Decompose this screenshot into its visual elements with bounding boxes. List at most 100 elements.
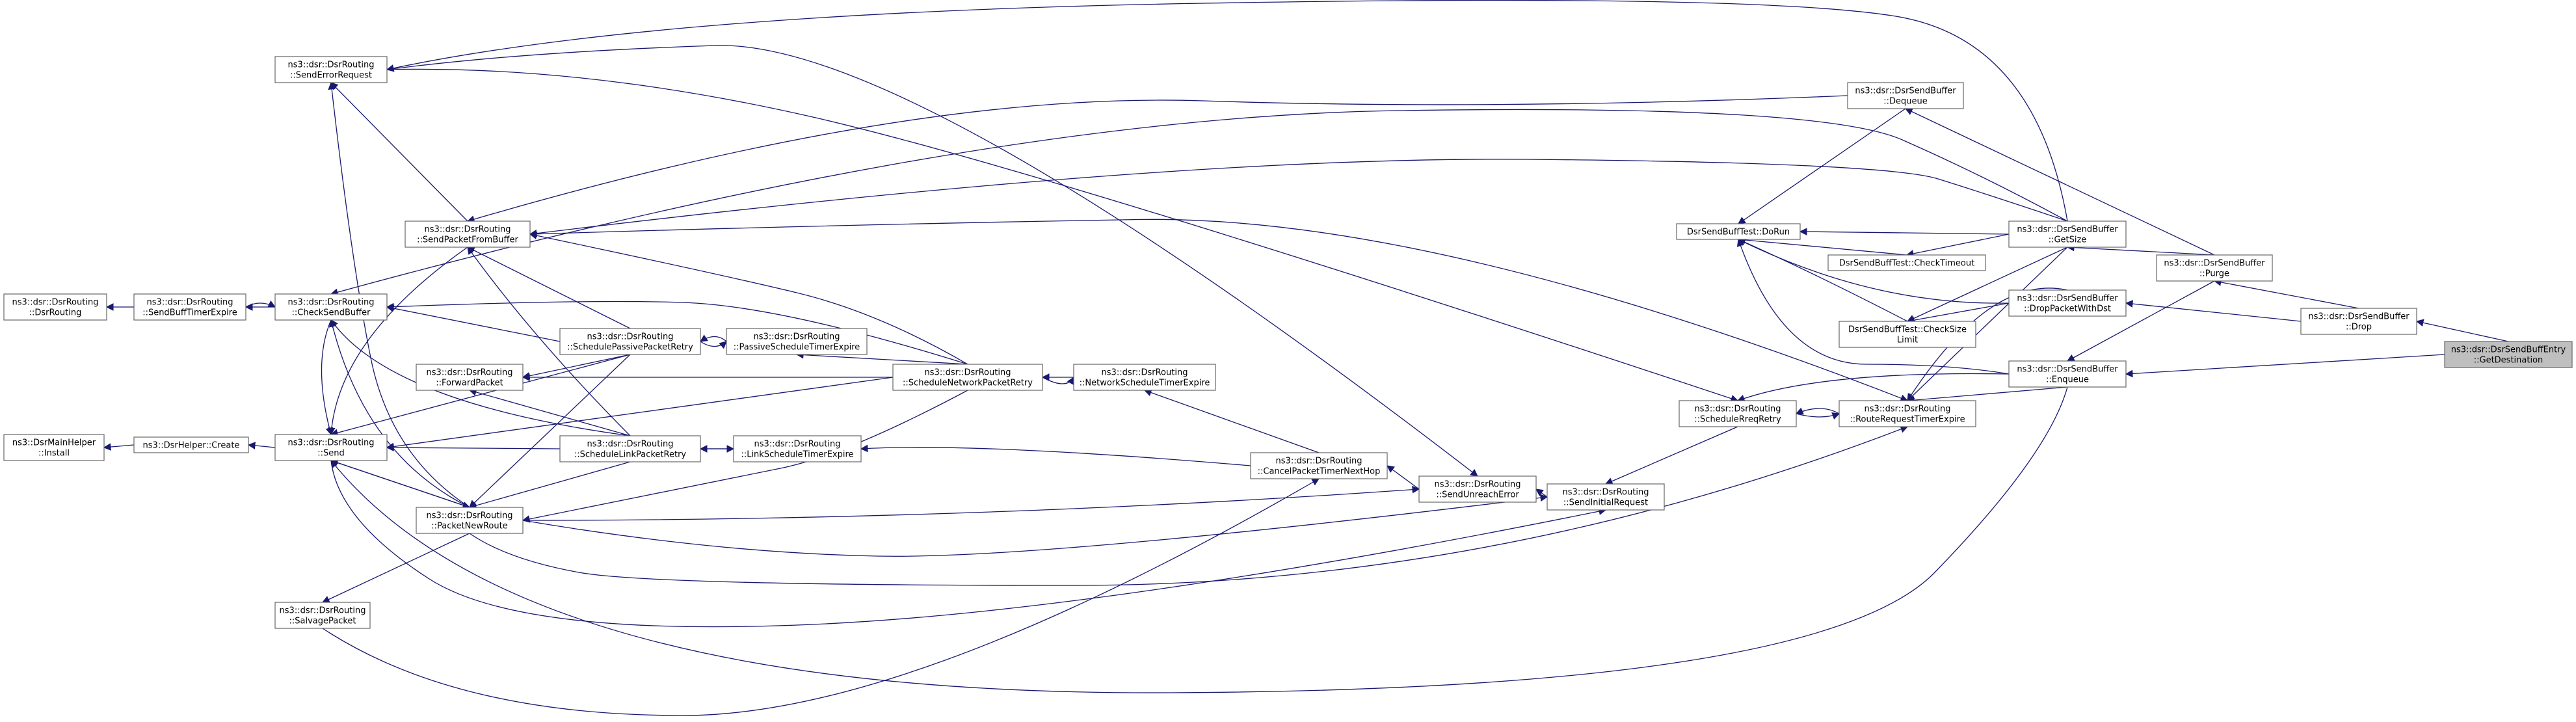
node-label-line: ns3::dsr::DsrRouting: [147, 298, 233, 308]
node-dsrrouting[interactable]: ns3::dsr::DsrRouting::DsrRouting: [3, 293, 107, 321]
node-dequeue[interactable]: ns3::dsr::DsrSendBuffer::Dequeue: [1847, 82, 1964, 109]
function-nodes: ns3::dsr::DsrSendBuffEntry::GetDestinati…: [3, 56, 2573, 629]
edge-sendpkt-from-send: [327, 247, 468, 436]
node-netsched[interactable]: ns3::dsr::DsrRouting::NetworkScheduleTim…: [1073, 364, 1216, 391]
node-label-line: ::SendUnreachError: [1436, 490, 1519, 500]
edge-cancelpkt-from-linksched: [860, 444, 1251, 466]
edge-schednet-from-passsched: [795, 351, 968, 365]
node-label-line: ns3::dsr::DsrSendBuffer: [2017, 365, 2118, 375]
node-routereq[interactable]: ns3::dsr::DsrRouting::RouteRequestTimerE…: [1839, 400, 1976, 427]
node-schednet[interactable]: ns3::dsr::DsrRouting::ScheduleNetworkPac…: [892, 364, 1043, 391]
node-label-line: ns3::dsr::DsrRouting: [1695, 405, 1781, 414]
node-label-line: ns3::dsr::DsrRouting: [1276, 457, 1362, 466]
node-box: [274, 602, 371, 629]
node-schedrreq[interactable]: ns3::dsr::DsrRouting::ScheduleRreqRetry: [1679, 400, 1797, 427]
node-label-line: ::PacketNewRoute: [431, 522, 507, 531]
edge-drop-from-dropdst: [2125, 300, 2302, 322]
edge-schednet-from-netsched: [1042, 376, 1074, 386]
node-label-line: DsrSendBuffTest::DoRun: [1687, 228, 1790, 237]
node-send[interactable]: ns3::dsr::DsrRouting::Send: [274, 434, 388, 461]
node-sendpkt[interactable]: ns3::dsr::DsrRouting::SendPacketFromBuff…: [405, 221, 531, 248]
node-box: [2156, 254, 2273, 282]
node-box: [2008, 360, 2127, 388]
edge-schedpass-from-pktnew: [469, 354, 631, 508]
node-purge[interactable]: ns3::dsr::DsrSendBuffer::Purge: [2156, 254, 2273, 282]
node-dropdst[interactable]: ns3::dsr::DsrSendBuffer::DropPacketWithD…: [2008, 289, 2127, 317]
edge-sendpkt-from-routereq: [529, 219, 1909, 402]
node-box: [2008, 289, 2127, 317]
edge-schednet-from-sendpkt: [529, 232, 968, 365]
node-checktimeout[interactable]: DsrSendBuffTest::CheckTimeout: [1827, 254, 1986, 271]
edge-sendbuff-from-checksend: [245, 300, 276, 308]
node-box: [892, 364, 1043, 391]
node-label-line: ::Dequeue: [1883, 97, 1928, 107]
edge-schedpass-from-passsched: [700, 341, 727, 349]
node-label-line: ::LinkScheduleTimerExpire: [741, 450, 853, 460]
node-box: [416, 364, 524, 391]
edge-sendpkt-from-senderr: [330, 82, 468, 222]
node-label-line: ns3::DsrHelper::Create: [143, 441, 240, 451]
edge-getsize-from-sendpkt: [529, 159, 2068, 237]
node-box: [2008, 221, 2127, 248]
edge-dropdst-from-dorun: [1737, 239, 2010, 304]
node-label-line: ::Purge: [2199, 269, 2229, 279]
node-passsched[interactable]: ns3::dsr::DsrRouting::PassiveScheduleTim…: [726, 328, 868, 355]
node-box: [2444, 341, 2573, 368]
edge-enqueue-from-send: [330, 386, 2068, 693]
node-label-line: ns3::dsr::DsrSendBuffer: [1855, 87, 1956, 96]
node-create[interactable]: ns3::DsrHelper::Create: [133, 436, 249, 453]
node-dorun[interactable]: DsrSendBuffTest::DoRun: [1676, 223, 1801, 240]
node-label-line: DsrSendBuffTest::CheckTimeout: [1839, 259, 1974, 269]
node-linksched[interactable]: ns3::dsr::DsrRouting::LinkScheduleTimerE…: [733, 435, 862, 462]
node-box: [274, 434, 388, 461]
node-box: [274, 293, 388, 321]
edge-getsize-from-checksize: [1906, 247, 2068, 322]
node-senderr[interactable]: ns3::dsr::DsrRouting::SendErrorRequest: [274, 56, 388, 83]
node-box: [3, 434, 105, 461]
edge-getdest-from-enqueue: [2125, 354, 2445, 378]
node-sendunreach[interactable]: ns3::dsr::DsrRouting::SendUnreachError: [1418, 475, 1537, 503]
node-getsize[interactable]: ns3::dsr::DsrSendBuffer::GetSize: [2008, 221, 2127, 248]
node-label-line: ns3::dsr::DsrSendBuffer: [2017, 225, 2118, 235]
edge-dequeue-from-sendpkt: [466, 95, 1848, 223]
node-label-line: ns3::dsr::DsrSendBuffer: [2017, 294, 2118, 304]
node-box: [416, 507, 524, 534]
node-label-line: ns3::dsr::DsrRouting: [288, 438, 375, 448]
edge-passsched-from-schedpass: [700, 334, 727, 342]
node-label-line: ::DropPacketWithDst: [2024, 304, 2111, 314]
node-enqueue[interactable]: ns3::dsr::DsrSendBuffer::Enqueue: [2008, 360, 2127, 388]
node-schedpass[interactable]: ns3::dsr::DsrRouting::SchedulePassivePac…: [559, 328, 701, 355]
node-label-line: ::SendBuffTimerExpire: [142, 308, 237, 318]
node-pktnew[interactable]: ns3::dsr::DsrRouting::PacketNewRoute: [416, 507, 524, 534]
edge-schedlink-from-pktnew: [468, 461, 631, 509]
node-box: [1847, 82, 1964, 109]
edge-routereq-from-schedrreq: [1795, 407, 1840, 415]
node-schedlink[interactable]: ns3::dsr::DsrRouting::ScheduleLinkPacket…: [559, 435, 701, 462]
node-sendbuff[interactable]: ns3::dsr::DsrRouting::SendBuffTimerExpir…: [133, 293, 246, 321]
node-checksend[interactable]: ns3::dsr::DsrRouting::CheckSendBuffer: [274, 293, 388, 321]
edge-pktnew-from-routereq: [469, 425, 1909, 586]
edge-checktimeout-from-dorun: [1737, 236, 1907, 256]
node-getdest[interactable]: ns3::dsr::DsrSendBuffEntry::GetDestinati…: [2444, 341, 2573, 368]
edge-pktnew-from-sendinitial: [522, 494, 1548, 557]
node-label-line: ns3::dsr::DsrRouting: [754, 332, 840, 342]
edge-enqueue-from-schedrreq: [1736, 373, 2010, 402]
node-forward[interactable]: ns3::dsr::DsrRouting::ForwardPacket: [416, 364, 524, 391]
node-salvage[interactable]: ns3::dsr::DsrRouting::SalvagePacket: [274, 602, 371, 629]
node-label-line: ::DsrRouting: [29, 308, 82, 318]
node-label-line: ns3::dsr::DsrRouting: [925, 368, 1011, 378]
node-label-line: ns3::dsr::DsrRouting: [1865, 405, 1951, 414]
node-cancelpkt[interactable]: ns3::dsr::DsrRouting::CancelPacketTimerN…: [1250, 452, 1388, 479]
node-sendinitial[interactable]: ns3::dsr::DsrRouting::SendInitialRequest: [1547, 483, 1665, 511]
edge-dropdst-from-checksize: [1906, 302, 2010, 324]
node-label-line: ns3::dsr::DsrRouting: [12, 298, 99, 308]
node-label-line: ::GetSize: [2049, 235, 2087, 245]
node-drop[interactable]: ns3::dsr::DsrSendBuffer::Drop: [2300, 308, 2417, 335]
edge-schedpass-from-forward: [522, 354, 631, 380]
node-install[interactable]: ns3::DsrMainHelper::Install: [3, 434, 105, 461]
node-label-line: ::ScheduleLinkPacketRetry: [574, 450, 687, 460]
edge-schednet-from-pktnew: [522, 390, 968, 523]
node-box: [1839, 321, 1976, 348]
